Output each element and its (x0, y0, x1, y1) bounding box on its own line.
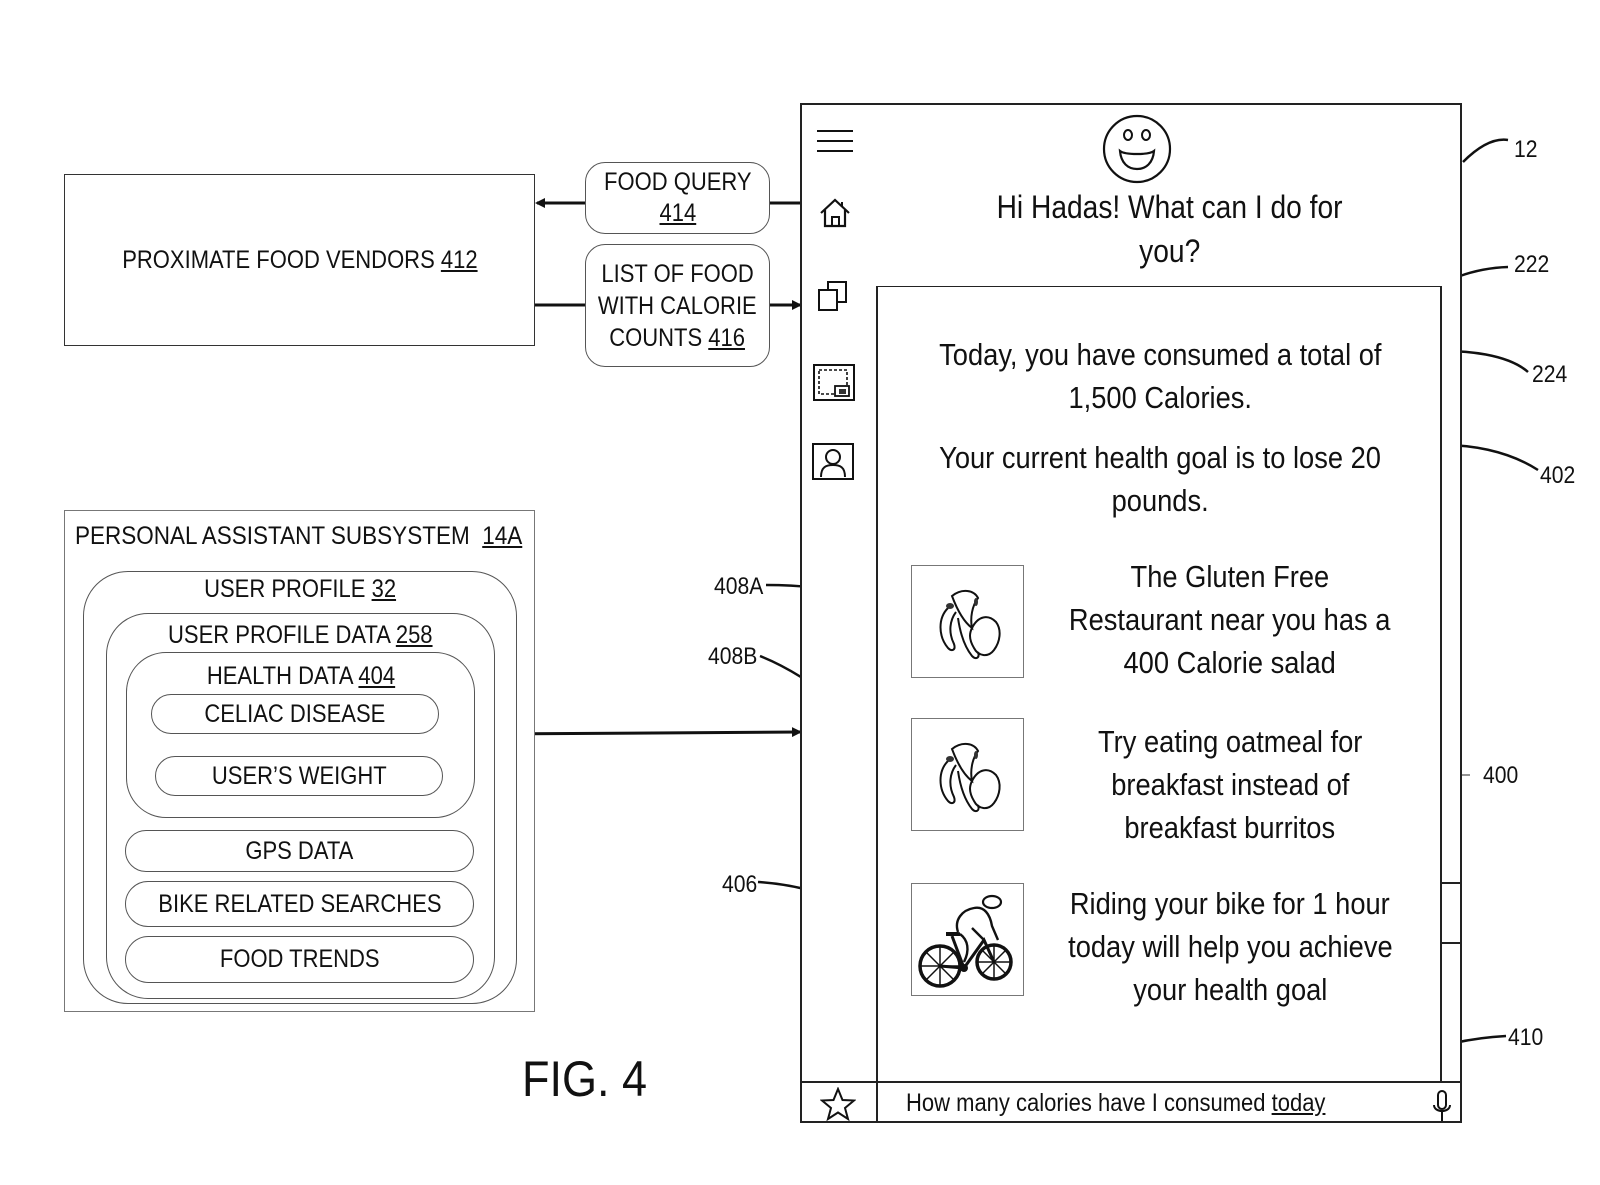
user-profile-title: USER PROFILE 32 (83, 573, 517, 605)
food-list-ref: 416 (708, 323, 746, 352)
query-input[interactable]: How many calories have I consumed today (878, 1083, 1418, 1123)
food-query-box: FOOD QUERY 414 (585, 162, 770, 234)
calories-line2: 1,500 Calories. (1068, 380, 1252, 415)
query-underlined-word: today (1271, 1088, 1326, 1117)
ref-label-410: 410 (1508, 1024, 1544, 1051)
calories-message: Today, you have consumed a total of 1,50… (880, 333, 1440, 419)
food-query-ref: 414 (659, 199, 696, 227)
suggestion-icon-box-2[interactable] (911, 718, 1024, 831)
suggestion-icon-box-1[interactable] (911, 565, 1024, 678)
suggestion-text-3: Riding your bike for 1 hour today will h… (1067, 886, 1393, 1007)
home-icon[interactable] (818, 196, 852, 230)
favorite-star-icon[interactable] (819, 1086, 857, 1122)
health-data-ref: 404 (357, 661, 395, 690)
ref-label-222: 222 (1514, 251, 1550, 278)
subsystem-label: PERSONAL ASSISTANT SUBSYSTEM (75, 522, 470, 550)
health-data-title: HEALTH DATA 404 (126, 660, 475, 692)
user-profile-ref: 32 (371, 574, 396, 603)
goal-line2: pounds. (1111, 483, 1209, 518)
proximate-food-vendors-box: PROXIMATE FOOD VENDORS 412 (64, 174, 535, 346)
ref-label-406: 406 (722, 871, 758, 898)
suggestion-text-2: Try eating oatmeal for breakfast instead… (1097, 724, 1363, 845)
vendors-ref: 412 (440, 245, 478, 274)
greeting-line2: you? (1139, 233, 1201, 269)
goal-line1: Your current health goal is to lose 20 (939, 440, 1381, 475)
response-panel (876, 286, 1442, 1083)
cyclist-icon (918, 894, 1013, 988)
user-profile-data-label: USER PROFILE DATA (168, 620, 390, 649)
scrollbar-track[interactable] (1440, 286, 1462, 1081)
food-list-line2: WITH CALORIE (598, 291, 757, 320)
banana-icon (939, 743, 1001, 813)
suggestion-text-1: The Gluten Free Restaurant near you has … (1069, 559, 1391, 680)
subsystem-title: PERSONAL ASSISTANT SUBSYSTEM 14A (75, 522, 522, 551)
assistant-smiley-icon (1101, 113, 1173, 185)
goal-message: Your current health goal is to lose 20 p… (880, 436, 1440, 522)
ref-label-224: 224 (1532, 361, 1568, 388)
food-list-line1: LIST OF FOOD (601, 259, 754, 288)
ref-label-400: 400 (1483, 762, 1519, 789)
user-profile-data-ref: 258 (396, 620, 433, 649)
health-item-users-weight: USER’S WEIGHT (155, 756, 443, 796)
food-list-box: LIST OF FOOD WITH CALORIE COUNTS 416 (585, 244, 770, 367)
food-list-line3: COUNTS (609, 323, 703, 352)
food-query-label: FOOD QUERY (603, 168, 752, 196)
figure-label: FIG. 4 (522, 1051, 648, 1107)
vendors-label: PROXIMATE FOOD VENDORS (121, 245, 435, 274)
query-text: How many calories have I consumed (906, 1088, 1272, 1117)
profile-item-food-trends: FOOD TRENDS (125, 936, 474, 983)
screenshot-icon[interactable] (813, 364, 855, 402)
greeting: Hi Hadas! What can I do for you? (880, 185, 1460, 273)
ref-label-402: 402 (1540, 462, 1576, 489)
profile-item-gps-data: GPS DATA (125, 830, 474, 872)
calories-line1: Today, you have consumed a total of (938, 337, 1382, 372)
device-frame (800, 103, 1462, 1123)
microphone-icon[interactable] (1431, 1089, 1453, 1123)
greeting-line1: Hi Hadas! What can I do for (997, 189, 1343, 225)
copy-icon[interactable] (816, 280, 852, 316)
ref-label-408b: 408B (708, 643, 758, 670)
ref-label-12: 12 (1514, 136, 1538, 163)
sidebar-divider (876, 286, 878, 1123)
scrollbar-thumb[interactable] (1441, 882, 1462, 944)
ref-label-408a: 408A (714, 573, 764, 600)
banana-icon (939, 590, 1001, 660)
suggestion-icon-box-3[interactable] (911, 883, 1024, 996)
profile-item-bike-related-searches: BIKE RELATED SEARCHES (125, 881, 474, 927)
user-profile-label: USER PROFILE (204, 574, 366, 603)
health-item-celiac-disease: CELIAC DISEASE (151, 694, 439, 734)
user-profile-data-title: USER PROFILE DATA 258 (106, 619, 495, 651)
leader-12 (1462, 138, 1509, 163)
health-data-label: HEALTH DATA (206, 661, 352, 690)
subsystem-ref: 14A (482, 522, 523, 550)
profile-to-device-arrow (493, 727, 802, 738)
menu-icon[interactable] (815, 128, 855, 156)
profile-photo-icon[interactable] (812, 443, 854, 481)
